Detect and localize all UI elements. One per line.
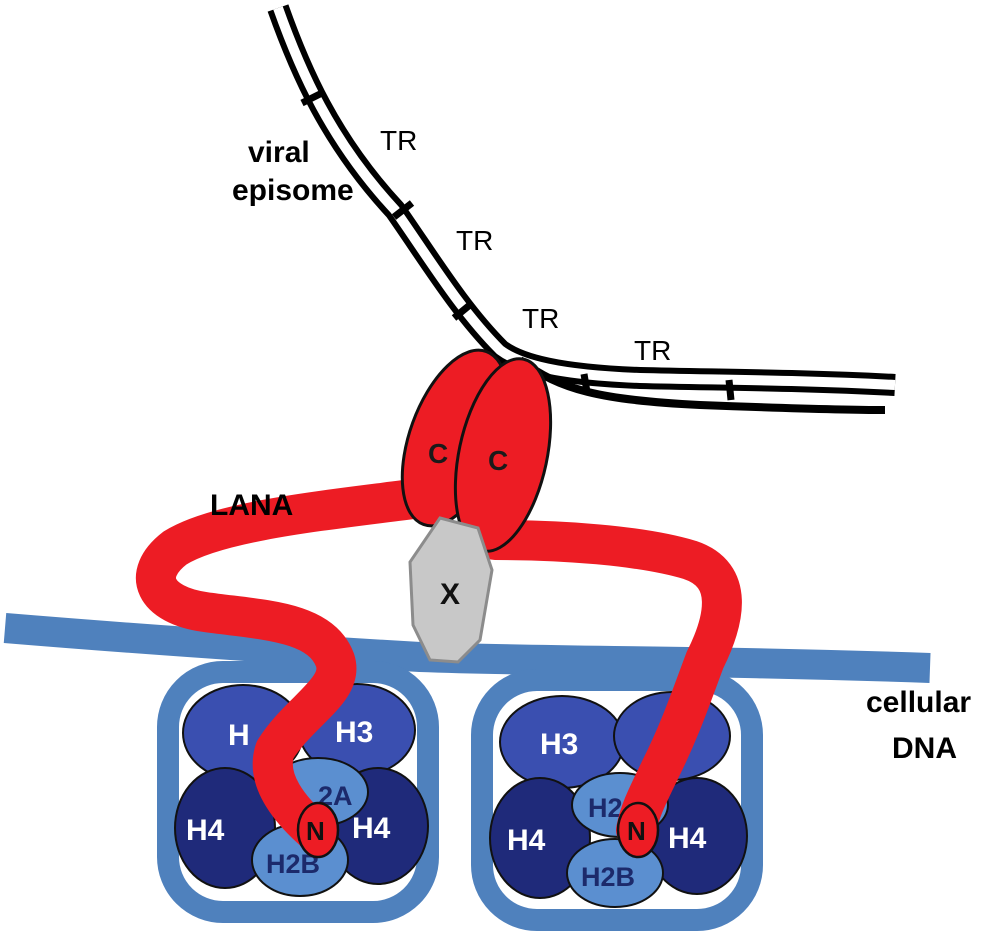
cellular-dna-label-line2: DNA	[892, 732, 957, 765]
lana-protein	[136, 348, 742, 859]
histone-label-h3-partial: H	[228, 719, 250, 752]
viral-episome-dna	[267, 4, 896, 414]
histone-label-h4-right: H4	[668, 822, 707, 855]
histone-label-h3: H3	[540, 728, 578, 761]
n-terminus-label-right: N	[627, 816, 646, 846]
x-protein	[408, 516, 494, 664]
tr-rung	[451, 301, 474, 321]
tr-rung	[580, 373, 591, 393]
lana-n-terminus-left	[296, 801, 340, 859]
cellular-dna-label-line1: cellular	[866, 686, 971, 719]
tr-label-4: TR	[634, 335, 671, 366]
tr-rung	[391, 200, 415, 220]
histone-label-h2a: H2	[588, 793, 623, 823]
lana-n-terminus-right	[616, 801, 660, 859]
tr-label-3: TR	[522, 303, 559, 334]
histone-label-h4-left: H4	[507, 824, 546, 857]
nucleosome-right: H3 H4 H4 H2 H2B	[471, 669, 763, 931]
viral-episome-label-line2: episome	[232, 174, 354, 207]
x-protein-label: X	[440, 578, 460, 611]
histone-label-h4-left: H4	[186, 814, 225, 847]
tr-rung	[725, 379, 735, 401]
viral-episome-label-line1: viral	[248, 136, 310, 169]
histone-h4-left	[174, 767, 276, 889]
histone-label-h2b: H2B	[581, 862, 635, 892]
histone-h4-left	[489, 777, 591, 899]
c-domain-label-left: C	[428, 438, 448, 469]
lana-label: LANA	[210, 489, 293, 522]
tr-label-1: TR	[380, 125, 417, 156]
histone-label-h3: H3	[335, 716, 373, 749]
tr-rung	[300, 89, 324, 107]
cellular-dna-strand	[3, 613, 931, 683]
c-domain-label-right: C	[488, 445, 508, 476]
n-terminus-label-left: N	[306, 816, 325, 846]
histone-label-h4-right: H4	[352, 812, 391, 845]
tr-label-2: TR	[456, 225, 493, 256]
